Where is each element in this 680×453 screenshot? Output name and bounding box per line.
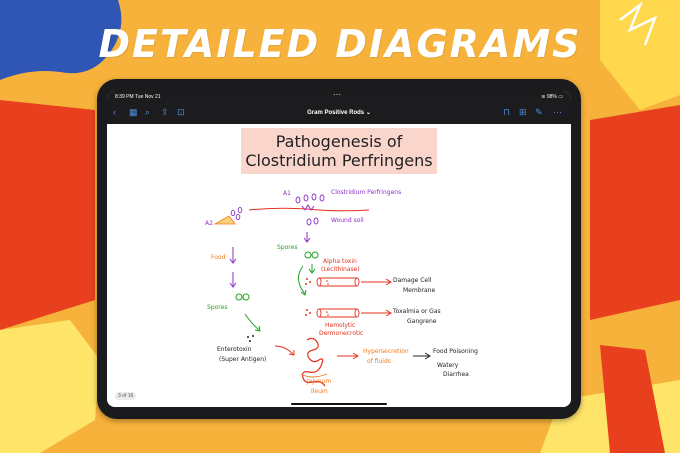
banner-title: DETAILED DIAGRAMS <box>98 22 582 66</box>
pen-icon[interactable]: ✎ <box>535 107 543 117</box>
add-page-icon[interactable]: ⊞ <box>519 107 527 117</box>
label-membrane: Membrane <box>403 287 436 294</box>
bookmark-outline-icon[interactable]: ⊓ <box>503 107 511 117</box>
more-icon[interactable]: ⋯ <box>553 107 562 117</box>
label-jejunum: Jejunum <box>307 378 332 385</box>
label-a2: A2 <box>205 220 213 227</box>
label-spores-1: Spores <box>277 244 298 251</box>
page-counter: 3 of 16 <box>115 392 137 400</box>
home-indicator[interactable] <box>291 403 387 405</box>
diagram-lines <box>213 193 431 387</box>
label-toxalmia: Toxalmia or Gas <box>393 308 441 315</box>
label-food-poisoning: Food Poisoning <box>433 348 478 355</box>
status-battery: ≋ 98% ▭ <box>541 94 563 100</box>
note-page[interactable]: Pathogenesis of Clostridium Perfringens <box>107 124 571 407</box>
share-icon[interactable]: ⇪ <box>161 107 169 117</box>
label-a1: A1 <box>283 190 291 197</box>
wifi-icon: ≋ <box>541 94 546 100</box>
search-icon[interactable]: ⌕ <box>145 107 151 117</box>
title-box: Pathogenesis of Clostridium Perfringens <box>241 128 437 174</box>
status-bar: 8:39 PM Tue Nov 21 ··· ≋ 98% ▭ <box>107 91 571 102</box>
label-watery: Watery <box>437 362 459 369</box>
label-alpha-toxin: Alpha toxin <box>323 258 357 265</box>
thumbnail-grid-icon[interactable]: ▦ <box>129 107 138 117</box>
battery-percent: 98% <box>546 94 557 100</box>
screen: 8:39 PM Tue Nov 21 ··· ≋ 98% ▭ ‹ ▦ ⌕ ⇪ ⊡… <box>107 91 571 407</box>
label-damage-cell: Damage Cell <box>393 277 432 284</box>
status-time: 8:39 PM Tue Nov 21 <box>115 94 161 100</box>
ipad-frame: 8:39 PM Tue Nov 21 ··· ≋ 98% ▭ ‹ ▦ ⌕ ⇪ ⊡… <box>97 79 581 419</box>
label-enterotoxin: Enterotoxin <box>217 346 252 353</box>
multitask-dots-icon[interactable]: ··· <box>333 91 341 99</box>
label-dermonecrotic: Dermonecrotic <box>319 330 364 337</box>
chevron-left-icon[interactable]: ‹ <box>113 107 116 117</box>
label-super-antigen: (Super Antigen) <box>219 356 267 363</box>
label-clostridium: Clostridium Perfringens <box>331 189 402 196</box>
label-gangrene: Gangrene <box>407 318 437 325</box>
page-title-line1: Pathogenesis of <box>275 132 403 151</box>
label-diarrhea: Diarrhea <box>443 371 469 378</box>
bookmark-icon[interactable]: ⊡ <box>177 107 185 117</box>
label-of-fluids: of fluids <box>367 358 391 365</box>
chevron-down-icon: ⌄ <box>365 110 371 116</box>
label-food: Food <box>211 254 226 261</box>
label-hypersecretion: Hypersecretion <box>363 348 409 355</box>
label-hemolytic: Hemolytic <box>325 322 356 329</box>
page-title-line2: Clostridium Perfringens <box>245 151 433 170</box>
toolbar: ‹ ▦ ⌕ ⇪ ⊡ Gram Positive Rods ⌄ ⊓ ⊞ ✎ ⋯ <box>107 102 571 124</box>
label-lecithinase: (Lecithinase) <box>321 266 360 273</box>
battery-icon: ▭ <box>558 94 563 100</box>
document-title[interactable]: Gram Positive Rods ⌄ <box>107 109 571 116</box>
label-ileum: Ileum <box>311 388 328 395</box>
label-wound-soil: Wound soil <box>331 217 364 224</box>
document-title-text: Gram Positive Rods <box>307 110 365 116</box>
label-spores-2: Spores <box>207 304 228 311</box>
